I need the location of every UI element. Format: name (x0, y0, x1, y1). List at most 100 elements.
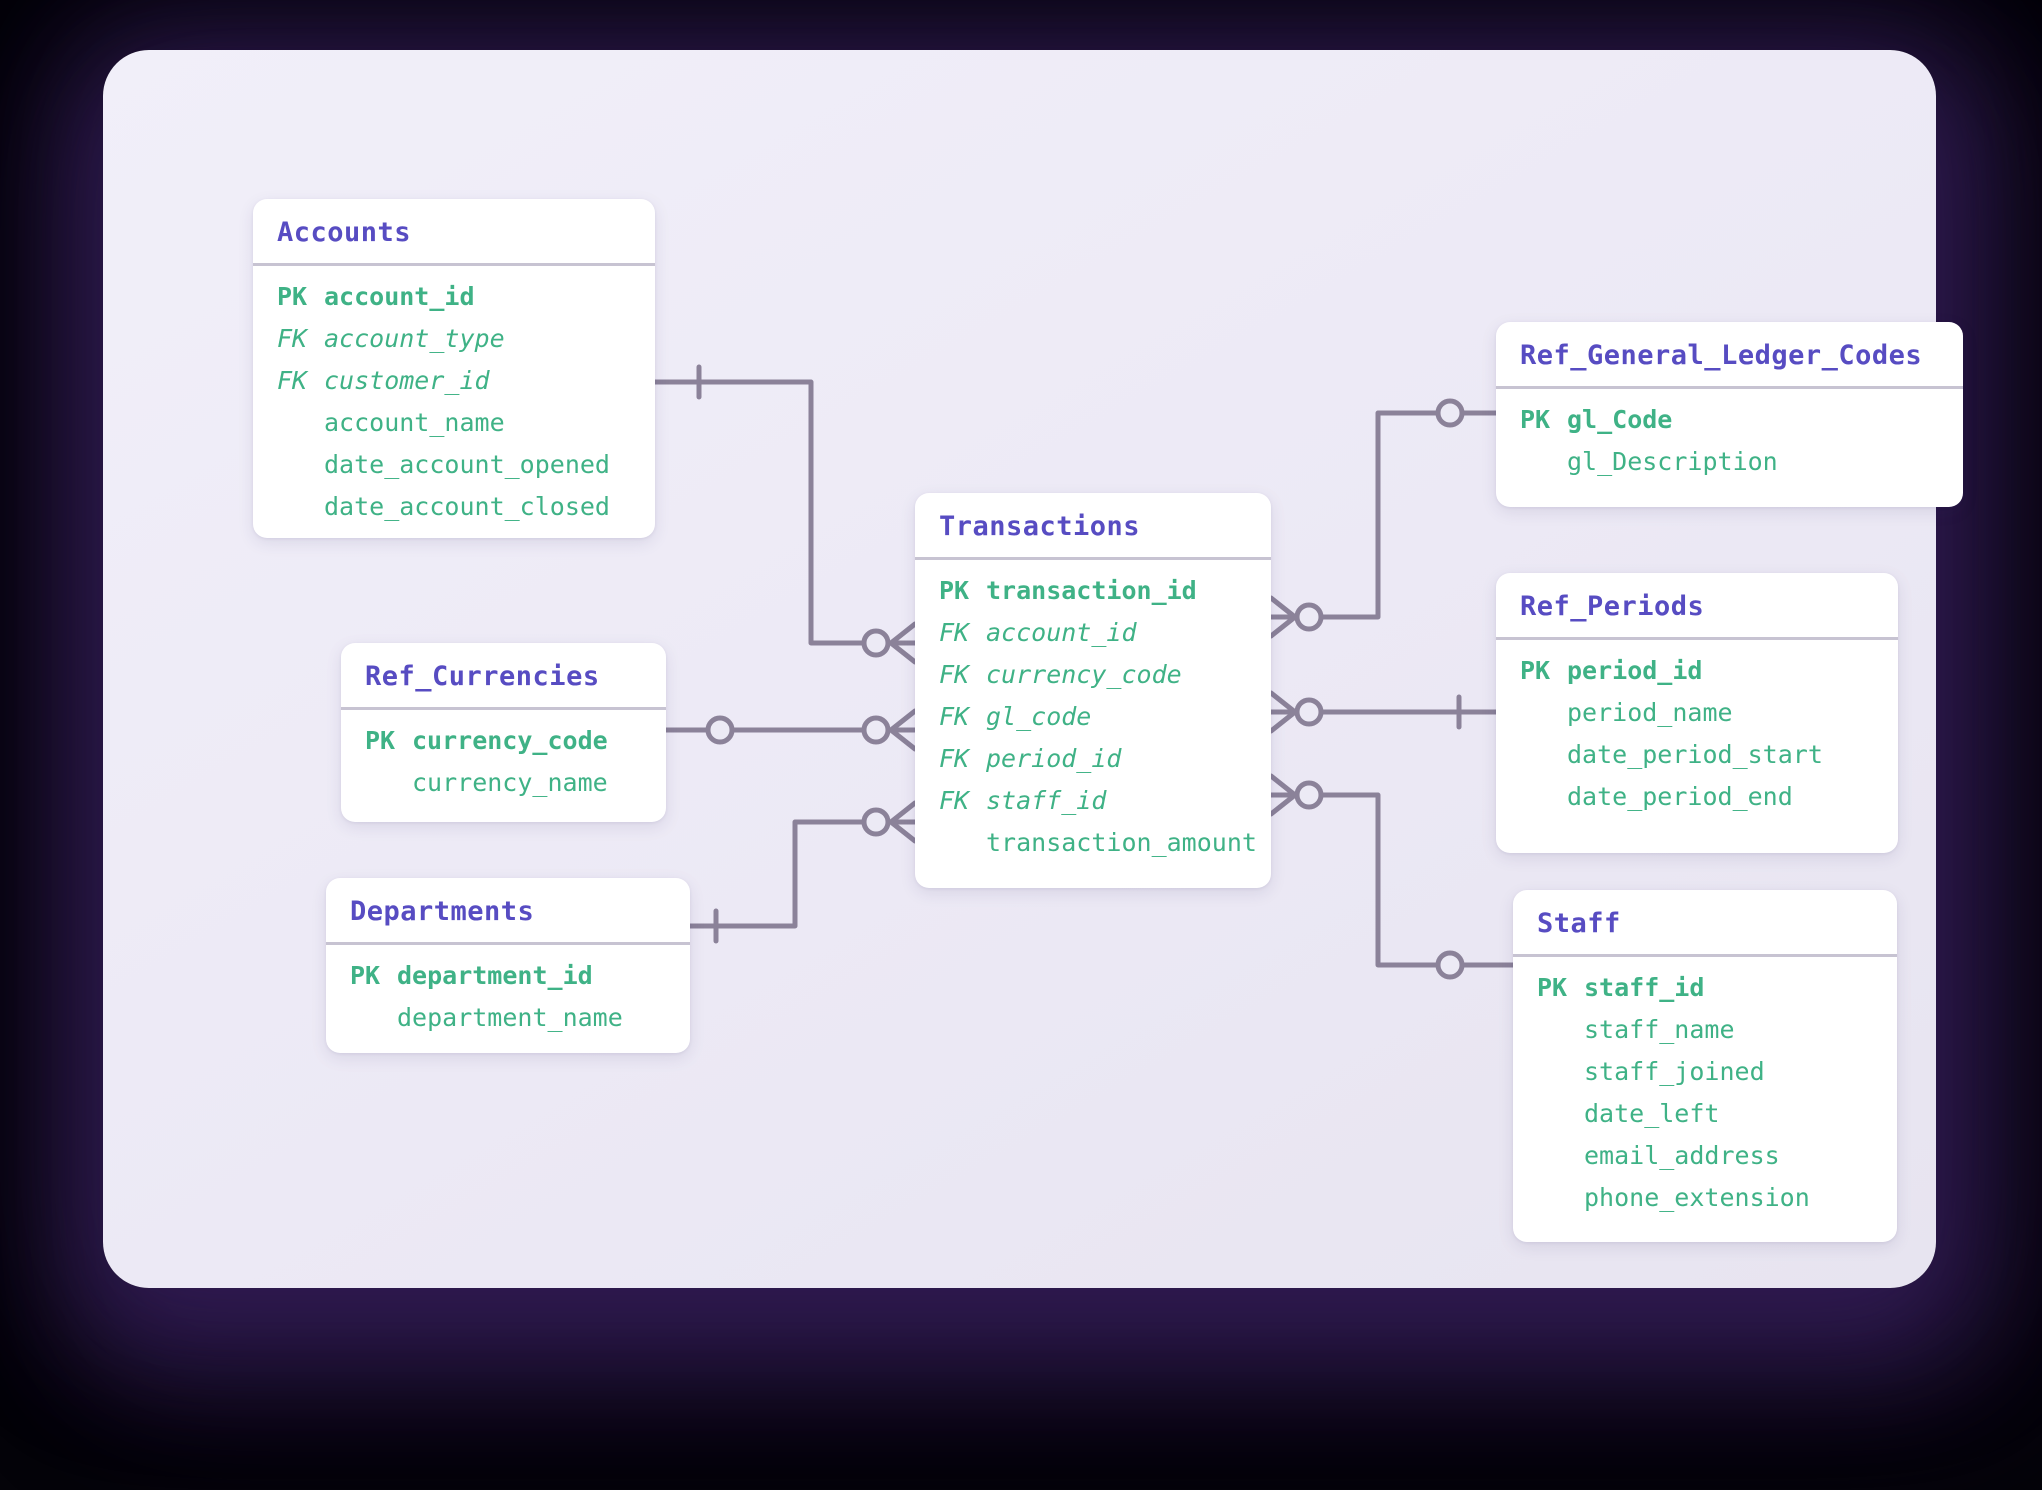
zero-cardinality-circle-icon (861, 628, 891, 658)
key-label: PK (939, 576, 970, 605)
field-row: PK transaction_id (939, 570, 1271, 612)
key-label: FK (939, 744, 970, 773)
zero-cardinality-circle-icon (1294, 602, 1324, 632)
many-crow-foot-icon (888, 621, 918, 665)
field-row: date_left (1537, 1093, 1897, 1135)
field-name: date_account_opened (324, 450, 610, 479)
field-name: customer_id (324, 366, 490, 395)
table-divider (326, 942, 690, 945)
field-row: FK gl_code (939, 696, 1271, 738)
relationship-transactions-periods (1268, 690, 1499, 734)
field-row: period_name (1520, 692, 1898, 734)
relationship-departments-transactions (687, 800, 918, 944)
field-row: FK customer_id (277, 360, 655, 402)
field-row: gl_Description (1520, 441, 1963, 483)
connector-line (1268, 792, 1516, 968)
field-name: date_period_start (1567, 740, 1823, 769)
zero-cardinality-circle-icon (705, 715, 735, 745)
field-name: gl_Code (1567, 405, 1673, 434)
field-row: date_period_start (1520, 734, 1898, 776)
field-row: FK currency_code (939, 654, 1271, 696)
table-title: Ref_Currencies (365, 661, 600, 692)
key-label: PK (365, 726, 396, 755)
field-row: FK period_id (939, 738, 1271, 780)
table-divider (341, 707, 666, 710)
field-name: currency_name (412, 768, 608, 797)
field-name: period_id (1567, 656, 1703, 685)
field-row: transaction_amount (939, 822, 1271, 864)
field-name: currency_code (986, 660, 1182, 689)
field-name: gl_Description (1567, 447, 1778, 476)
zero-cardinality-circle-icon (1435, 950, 1465, 980)
key-label: FK (939, 660, 970, 689)
field-name: account_name (324, 408, 505, 437)
field-row: PK period_id (1520, 650, 1898, 692)
many-crow-foot-icon (1268, 773, 1298, 817)
zero-cardinality-circle-icon (861, 807, 891, 837)
field-name: date_left (1584, 1099, 1720, 1128)
table-divider (915, 557, 1271, 560)
field-row: email_address (1537, 1135, 1897, 1177)
zero-cardinality-circle-icon (1294, 697, 1324, 727)
key-label: PK (277, 282, 308, 311)
field-name: staff_name (1584, 1015, 1735, 1044)
field-name: date_period_end (1567, 782, 1793, 811)
key-label: FK (277, 324, 308, 353)
field-name: transaction_id (986, 576, 1197, 605)
key-label: FK (939, 618, 970, 647)
field-name: staff_id (1584, 973, 1705, 1002)
table-title: Transactions (939, 511, 1141, 542)
key-label: FK (939, 702, 970, 731)
field-row: date_account_closed (277, 486, 655, 528)
table-divider (1496, 386, 1963, 389)
field-row: phone_extension (1537, 1177, 1897, 1219)
relationship-lines (652, 364, 1516, 980)
field-name: account_id (324, 282, 475, 311)
field-name: staff_joined (1584, 1057, 1765, 1086)
field-row: date_account_opened (277, 444, 655, 486)
field-row: department_name (350, 997, 690, 1039)
table-ref-general-ledger-codes[interactable]: Ref_General_Ledger_Codes PK gl_Code gl_De… (1496, 322, 1963, 507)
field-name: gl_code (986, 702, 1092, 731)
connector-line (687, 819, 918, 929)
field-name: staff_id (986, 786, 1107, 815)
field-name: date_account_closed (324, 492, 610, 521)
connector-line (1268, 410, 1499, 620)
many-crow-foot-icon (888, 800, 918, 844)
field-list: PK gl_Code gl_Description (1496, 389, 1963, 483)
many-crow-foot-icon (1268, 690, 1298, 734)
field-name: period_name (1567, 698, 1733, 727)
field-name: period_id (986, 744, 1122, 773)
key-label: PK (1520, 405, 1551, 434)
field-list: PK period_id period_name date_period_star… (1496, 640, 1898, 818)
table-title: Ref_General_Ledger_Codes (1520, 340, 1923, 371)
field-row: account_name (277, 402, 655, 444)
key-label: PK (1520, 656, 1551, 685)
zero-cardinality-circle-icon (861, 715, 891, 745)
key-label: FK (277, 366, 308, 395)
field-name: department_id (397, 961, 593, 990)
table-title: Staff (1537, 908, 1621, 939)
field-row: staff_name (1537, 1009, 1897, 1051)
table-divider (1513, 954, 1897, 957)
field-list: PK account_id FK account_type FK customer_i… (253, 266, 655, 528)
many-crow-foot-icon (1268, 595, 1298, 639)
table-divider (253, 263, 655, 266)
table-title: Departments (350, 896, 535, 927)
field-name: account_type (324, 324, 505, 353)
zero-cardinality-circle-icon (1435, 398, 1465, 428)
